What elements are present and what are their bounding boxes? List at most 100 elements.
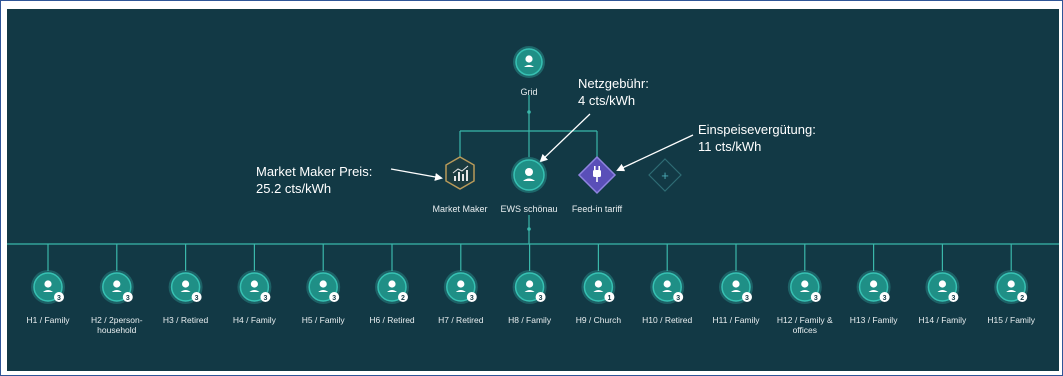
- household-node[interactable]: 3: [306, 270, 341, 304]
- market-maker-node[interactable]: [445, 156, 475, 190]
- add-node-button[interactable]: +: [648, 158, 682, 192]
- badge-circle: [191, 292, 202, 302]
- badge-count: 3: [126, 295, 130, 302]
- badge-circle: [673, 292, 684, 302]
- household-label: H3 / Retired: [162, 315, 209, 325]
- household-label: H5 / Family: [301, 315, 345, 325]
- netz-arrow: [539, 113, 591, 163]
- user-pin-icon: [868, 280, 879, 292]
- household-label: H1 / Family: [26, 315, 70, 325]
- einspeise-value: 11 cts/kWh: [698, 139, 762, 154]
- household-label: H9 / Church: [575, 315, 622, 325]
- market-maker-label: Market Maker: [432, 204, 488, 214]
- household-node[interactable]: 2: [375, 270, 409, 304]
- badge-circle: [398, 292, 408, 302]
- badge-circle: [466, 292, 477, 302]
- household-node[interactable]: 3: [787, 270, 822, 304]
- chart-icon: [452, 165, 469, 181]
- market-price-arrow: [390, 168, 443, 181]
- badge-circle: [742, 292, 752, 302]
- badge-circle: [260, 292, 271, 302]
- household-label: H4 / Family: [232, 315, 276, 325]
- user-pin-icon: [524, 280, 535, 292]
- netz-value: 4 cts/kWh: [578, 93, 636, 108]
- household-node[interactable]: 3: [650, 270, 685, 304]
- ews-node[interactable]: [511, 157, 547, 193]
- badge-circle: [810, 292, 821, 302]
- household-node[interactable]: 3: [925, 270, 960, 304]
- household-label: H14 / Family: [918, 315, 967, 325]
- user-pin-icon: [249, 280, 260, 292]
- badge-count: 1: [607, 295, 611, 302]
- badge-count: 3: [745, 295, 749, 302]
- user-pin-icon: [731, 280, 741, 292]
- household-node[interactable]: 3: [168, 270, 203, 304]
- badge-circle: [122, 292, 133, 302]
- badge-count: 3: [539, 295, 543, 302]
- household-node[interactable]: 3: [31, 270, 65, 304]
- user-pin-icon: [524, 55, 534, 67]
- einspeise-annotation: Einspeisevergütung: 11 cts/kWh: [698, 121, 816, 155]
- user-pin-icon: [593, 280, 604, 292]
- badge-count: 2: [1020, 295, 1024, 302]
- badge-count: 3: [332, 295, 336, 302]
- market-price-annotation: Market Maker Preis: 25.2 cts/kWh: [256, 163, 372, 197]
- user-pin-icon: [180, 280, 191, 292]
- household-label: H6 / Retired: [369, 315, 415, 325]
- user-pin-icon: [43, 280, 53, 292]
- household-node[interactable]: 3: [512, 270, 547, 304]
- user-pin-icon: [111, 280, 122, 292]
- user-pin-icon: [799, 280, 810, 292]
- badge-count: 3: [470, 295, 474, 302]
- badge-count: 2: [401, 295, 405, 302]
- badge-count: 3: [814, 295, 818, 302]
- badge-count: 3: [883, 295, 887, 302]
- household-label: H15 / Family: [987, 315, 1036, 325]
- badge-circle: [329, 292, 340, 302]
- connector-lines: [7, 95, 1059, 271]
- user-pin-icon: [455, 280, 466, 292]
- badge-circle: [604, 292, 615, 302]
- household-label: H7 / Retired: [438, 315, 484, 325]
- plug-icon: [593, 166, 601, 182]
- einspeise-arrow: [616, 134, 694, 172]
- badge-count: 3: [263, 295, 267, 302]
- ews-label: EWS schönau: [500, 204, 558, 214]
- netz-title: Netzgebühr:: [578, 76, 649, 91]
- household-nodes: 3 3 3 3 3 2 3 3 1 3 3 3 3 3 2: [31, 270, 1029, 304]
- badge-circle: [1017, 292, 1028, 302]
- badge-circle: [948, 292, 959, 302]
- user-pin-icon: [662, 280, 673, 292]
- household-label: H12 / Family & offices: [776, 315, 833, 335]
- market-price-value: 25.2 cts/kWh: [256, 181, 332, 196]
- plus-icon: +: [661, 168, 669, 183]
- feed-in-node[interactable]: [577, 155, 617, 195]
- household-label: H13 / Family: [849, 315, 898, 325]
- household-node[interactable]: 3: [237, 270, 272, 304]
- household-node[interactable]: 2: [994, 270, 1029, 304]
- user-pin-icon: [318, 280, 329, 292]
- household-node[interactable]: 1: [581, 270, 616, 304]
- user-pin-icon: [1006, 280, 1017, 292]
- badge-count: 3: [676, 295, 680, 302]
- einspeise-title: Einspeisevergütung:: [698, 122, 816, 137]
- household-label: H10 / Retired: [642, 315, 693, 325]
- household-node[interactable]: 3: [719, 270, 753, 304]
- user-pin-icon: [387, 280, 397, 292]
- annotation-arrows: [390, 113, 694, 181]
- grid-node[interactable]: [513, 46, 545, 78]
- badge-circle: [535, 292, 546, 302]
- household-label: H2 / 2person-household: [91, 315, 143, 335]
- household-node[interactable]: 3: [443, 270, 478, 304]
- user-pin-icon: [523, 168, 535, 181]
- household-node[interactable]: 3: [99, 270, 134, 304]
- household-node[interactable]: 3: [856, 270, 891, 304]
- feed-in-label: Feed-in tariff: [571, 204, 623, 214]
- household-label: H8 / Family: [508, 315, 552, 325]
- badge-count: 3: [195, 295, 199, 302]
- user-pin-icon: [937, 280, 948, 292]
- household-label: H11 / Family: [712, 315, 760, 325]
- badge-circle: [54, 292, 64, 302]
